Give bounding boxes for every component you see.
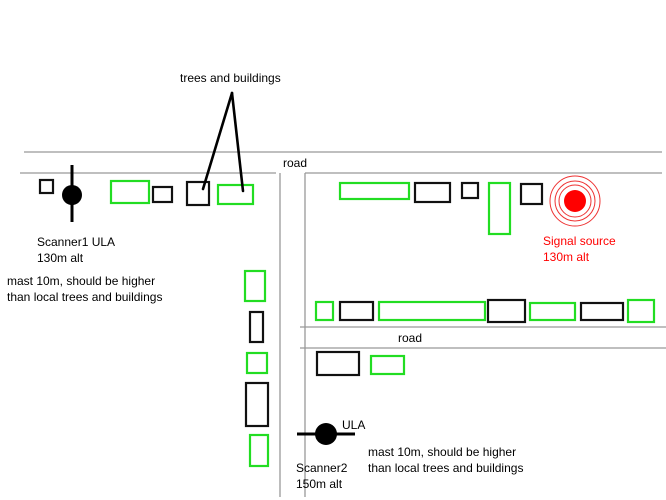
blocks xyxy=(38,178,656,468)
building xyxy=(244,381,270,428)
mast1-note-line1: mast 10m, should be higher xyxy=(7,274,155,288)
scanner1-dot xyxy=(62,185,82,205)
road-top-label: road xyxy=(283,156,307,170)
scanner1-label: Scanner1 ULA xyxy=(37,235,115,249)
pointer-line xyxy=(201,91,234,191)
building xyxy=(579,301,625,322)
signal-ring-middle xyxy=(554,180,596,222)
building xyxy=(151,185,174,204)
building xyxy=(486,298,527,324)
building xyxy=(248,310,265,344)
signal-ring-inner xyxy=(558,184,592,218)
tree-patch xyxy=(528,301,577,322)
building xyxy=(338,300,375,322)
signal-dot xyxy=(564,190,586,212)
roads xyxy=(20,151,666,497)
scanner1-alt-label: 130m alt xyxy=(37,251,84,265)
mast1-note-line2: than local trees and buildings xyxy=(7,290,162,304)
signal-source-alt-label: 130m alt xyxy=(543,250,590,264)
tree-patch xyxy=(314,300,335,322)
building xyxy=(185,180,211,207)
tree-patch xyxy=(216,183,255,206)
building xyxy=(413,181,452,204)
tree-patch xyxy=(377,300,487,322)
annotation-pointers xyxy=(201,91,245,193)
signal-ring-outer xyxy=(549,175,601,227)
scanner2-label: Scanner2 xyxy=(296,461,348,475)
scanner2-marker xyxy=(297,423,355,445)
signal-source-marker xyxy=(549,175,601,227)
pointer-line xyxy=(230,91,245,193)
labels: trees and buildings road road Scanner1 U… xyxy=(7,71,616,491)
building xyxy=(315,350,361,377)
signal-source-label: Signal source xyxy=(543,234,616,248)
scanner2-dot xyxy=(315,423,337,445)
building xyxy=(460,181,480,200)
tree-patch xyxy=(109,179,151,205)
tree-patch xyxy=(245,351,269,375)
ula2-label: ULA xyxy=(342,418,365,432)
scanner1-marker xyxy=(62,165,82,222)
tree-patch xyxy=(487,181,512,236)
trees-and-buildings-label: trees and buildings xyxy=(180,71,281,85)
tree-patch xyxy=(626,298,656,324)
road-right-label: road xyxy=(398,331,422,345)
tree-patch xyxy=(338,181,411,201)
building xyxy=(38,178,55,195)
tree-patch xyxy=(243,269,267,303)
mast2-note-line2: than local trees and buildings xyxy=(368,461,523,475)
tree-patch xyxy=(248,433,270,468)
mast2-note-line1: mast 10m, should be higher xyxy=(368,445,516,459)
scanner2-alt-label: 150m alt xyxy=(296,477,343,491)
tree-patch xyxy=(369,354,406,376)
building xyxy=(519,182,544,206)
